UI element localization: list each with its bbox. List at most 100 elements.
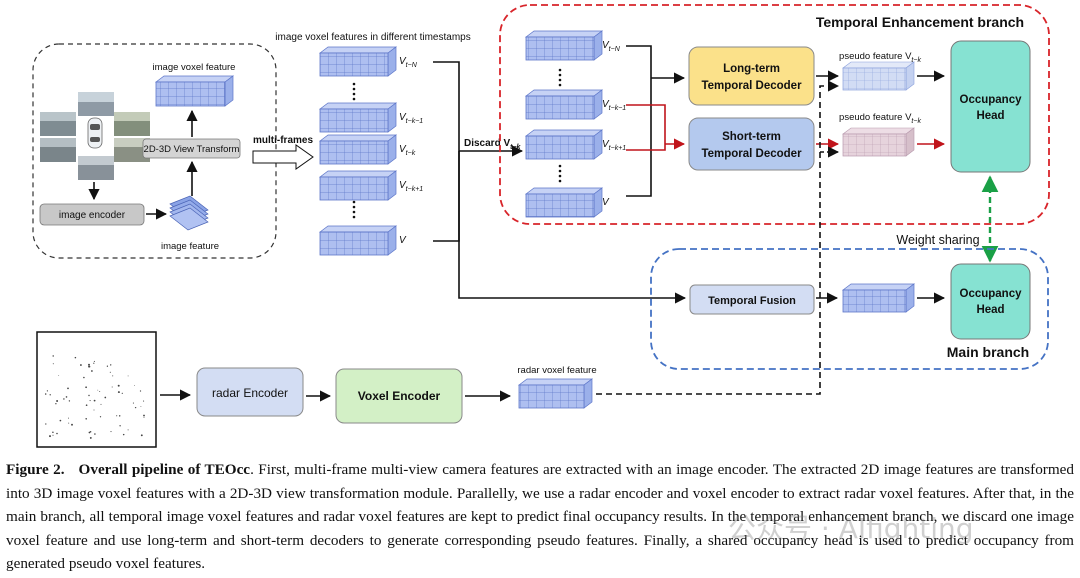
timestamp-voxel-cube (318, 225, 398, 256)
main-occupancy-head-line2: Head (976, 304, 1004, 316)
radar-point (140, 406, 142, 407)
image-encoder-box (39, 203, 145, 226)
retained-voxel-cube (524, 129, 604, 160)
pseudo-feature-top-cube (842, 61, 915, 91)
temporal-fusion-label: Temporal Fusion (708, 295, 796, 307)
radar-point (46, 390, 49, 392)
radar-point (121, 392, 123, 394)
radar-point (109, 371, 111, 373)
retained-ellipsis (558, 68, 562, 183)
radar-point (52, 355, 54, 357)
pseudo-feature-bottom-cube (842, 127, 915, 157)
main-occupancy-head-line1: Occupancy (960, 288, 1023, 300)
timestamp-voxel-cube (318, 46, 398, 77)
image-feature-stack (169, 195, 209, 231)
radar-point (143, 414, 145, 417)
radar-point (140, 434, 143, 437)
radar-encoder-box (196, 367, 304, 417)
fused-voxel-cube (841, 283, 916, 313)
radar-point (83, 376, 85, 379)
discard-label-text: Discard V (464, 138, 510, 149)
radar-point (99, 416, 102, 418)
radar-point (100, 403, 102, 405)
radar-point (55, 403, 57, 405)
image-feature-label: image feature (161, 241, 219, 252)
radar-point (88, 394, 90, 397)
radar-encoder-label: radar Encoder (212, 386, 288, 400)
radar-point (52, 434, 54, 436)
timestamp-voxel-cube (318, 170, 398, 201)
temporal-occupancy-head-line1: Occupancy (960, 94, 1023, 106)
main-branch-frame (650, 248, 1049, 370)
radar-point (117, 384, 120, 387)
radar-point (93, 409, 95, 411)
image-encoder-label: image encoder (59, 210, 126, 221)
pseudo-feature-top-label: pseudo feature Vt−k (839, 51, 921, 64)
caption-body: . First, multi-frame multi-view camera f… (6, 461, 1074, 573)
long-term-decoder-line2: Temporal Decoder (701, 80, 802, 92)
retained-voxel-label: V (602, 197, 610, 208)
view-transform-box (142, 138, 241, 159)
radar-point (97, 389, 99, 391)
radar-point (56, 400, 59, 402)
radar-point (85, 404, 88, 407)
timestamp-voxel-label: Vt−k+1 (399, 180, 423, 193)
radar-point (139, 390, 142, 392)
radar-point (94, 433, 96, 435)
radar-point (56, 432, 58, 435)
radar-point (44, 393, 47, 395)
radar-point (68, 417, 69, 419)
radar-point (88, 431, 91, 434)
radar-point (118, 415, 121, 417)
retained-voxel-label: Vt−N (602, 40, 621, 53)
radar-point (93, 360, 95, 362)
radar-point (112, 375, 114, 377)
radar-point (68, 400, 71, 402)
timestamp-voxel-stack: Vt−NVt−k−1Vt−kVt−k+1V (318, 46, 423, 256)
caption-figure-number: Figure 2. (6, 461, 65, 478)
short-term-decoder (688, 117, 815, 171)
temporal-occupancy-head (950, 40, 1031, 173)
arrow-to-temporal-fusion (458, 151, 687, 304)
radar-point (104, 396, 107, 399)
ego-car-icon (87, 117, 103, 149)
radar-point (49, 435, 51, 438)
view-transform-label: 2D-3D View Transform (144, 144, 240, 155)
radar-point (88, 365, 91, 368)
long-term-decoder-line1: Long-term (723, 63, 780, 75)
radar-point (65, 396, 68, 398)
retained-voxel-stack: Vt−NVt−k−1Vt−k+1V (524, 30, 626, 218)
radar-point (127, 375, 129, 377)
retained-voxel-label: Vt−k−1 (602, 99, 626, 112)
radar-point (119, 425, 121, 427)
long-term-bracket (626, 45, 652, 197)
timestamp-ellipsis (352, 82, 356, 219)
main-occupancy-head (950, 263, 1031, 340)
radar-point (63, 398, 65, 400)
radar-feature-dashed-route (596, 80, 840, 395)
radar-point (85, 386, 87, 389)
radar-point (106, 365, 109, 367)
radar-points (44, 355, 145, 439)
image-voxel-feature-label: image voxel feature (153, 62, 236, 73)
radar-point (93, 362, 95, 364)
radar-point (58, 375, 60, 376)
radar-point (52, 431, 54, 433)
radar-point (45, 423, 47, 425)
timestamp-voxel-cube (318, 134, 398, 165)
radar-point (110, 431, 112, 433)
temporal-fusion-box (689, 284, 815, 315)
figure-caption: Figure 2.Overall pipeline of TEOcc. Firs… (6, 458, 1074, 576)
radar-point (71, 423, 73, 426)
pseudo-feature-bottom-label: pseudo feature Vt−k (839, 112, 921, 125)
timestamp-stack-title: image voxel features in different timest… (275, 32, 470, 43)
retained-voxel-cube (524, 187, 604, 218)
radar-point (111, 386, 113, 388)
radar-point (52, 363, 54, 365)
short-term-decoder-line1: Short-term (722, 131, 781, 143)
timestamp-voxel-label: Vt−N (399, 56, 418, 69)
pipeline-diagram: image voxel feature 2D-3D View Transform… (32, 4, 1050, 448)
image-voxel-feature-cube (154, 75, 235, 107)
radar-point (67, 387, 69, 390)
radar-point (132, 402, 134, 404)
